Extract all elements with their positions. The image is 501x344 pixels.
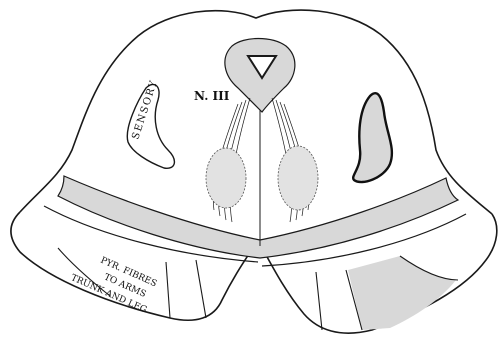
right-crus-shaded-area (348, 256, 456, 330)
right-bordered-region (353, 93, 392, 182)
left-red-nucleus (206, 148, 246, 208)
substantia-nigra-band (58, 176, 458, 258)
pyramidal-label: PYR. FIBRES TO ARMS TRUNK AND LEG (69, 247, 159, 315)
right-red-nucleus (278, 146, 318, 210)
right-crus-division-1 (316, 272, 322, 330)
left-crus-division-3 (196, 260, 206, 318)
nucleus-label: N. III (194, 89, 230, 103)
left-crus-division-2 (166, 262, 170, 318)
